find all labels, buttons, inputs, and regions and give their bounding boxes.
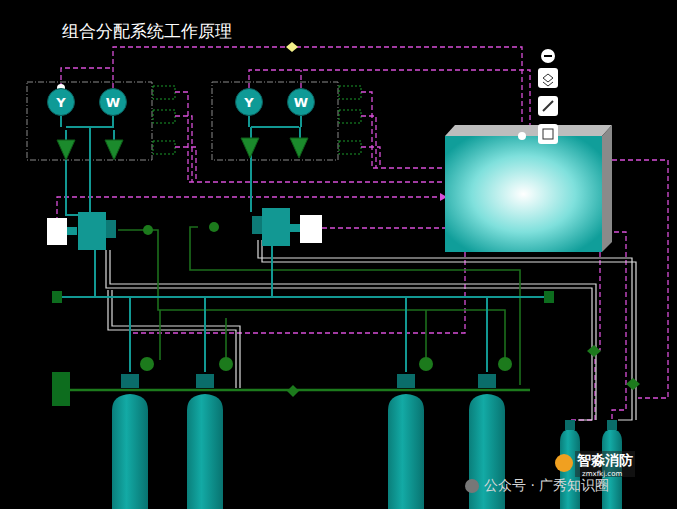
node-label: W bbox=[294, 96, 308, 109]
watermark-text: 智淼消防 bbox=[577, 452, 633, 470]
control-panel bbox=[445, 125, 612, 252]
diagram-title: 组合分配系统工作原理 bbox=[62, 20, 232, 43]
watermark-text: zmxfkj.com bbox=[582, 470, 622, 478]
control-wires bbox=[57, 47, 668, 425]
selector-valve bbox=[47, 208, 322, 250]
instrument-circle: Y bbox=[235, 88, 263, 116]
instrument-circle: W bbox=[99, 88, 127, 116]
detector-squares bbox=[153, 86, 361, 154]
watermark-text: 公众号 · 广秀知识圈 bbox=[484, 477, 609, 495]
agent-cylinders bbox=[112, 374, 622, 509]
node-label: Y bbox=[244, 96, 253, 109]
pipe-ends bbox=[52, 291, 554, 406]
nozzles bbox=[57, 138, 308, 160]
zone-frame bbox=[212, 82, 338, 160]
node-label: Y bbox=[56, 96, 65, 109]
node-label: W bbox=[106, 96, 120, 109]
instrument-circle: W bbox=[287, 88, 315, 116]
toolbar-icons bbox=[538, 49, 558, 144]
junction-diamond bbox=[286, 42, 298, 52]
instrument-circle: Y bbox=[47, 88, 75, 116]
start-pipes bbox=[106, 240, 636, 420]
